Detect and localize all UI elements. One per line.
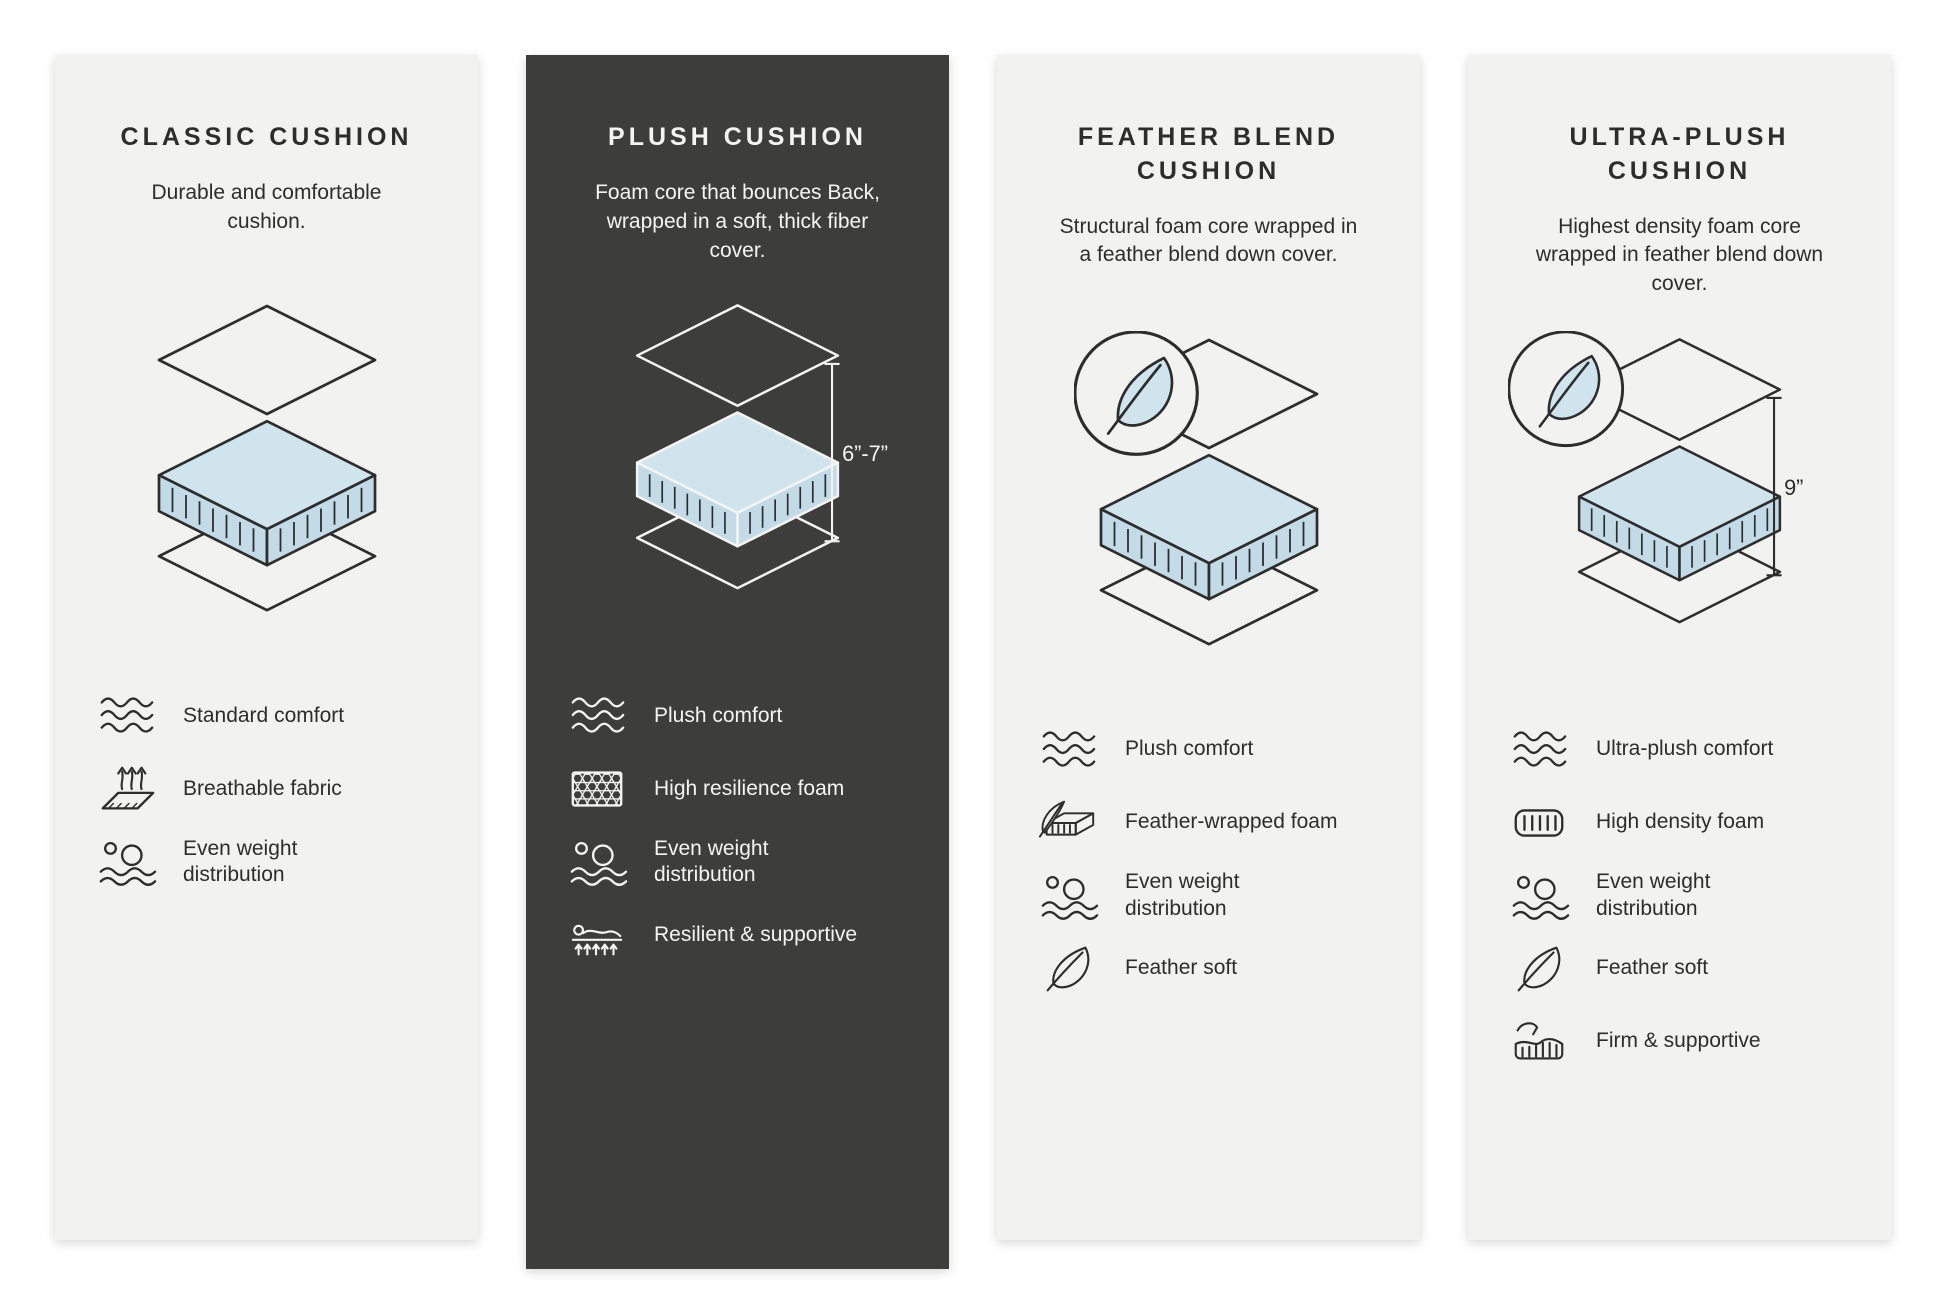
panel-title: PLUSH CUSHION xyxy=(608,123,867,151)
feature-label: Ultra-plush comfort xyxy=(1596,737,1774,761)
feature-label: Plush comfort xyxy=(654,703,783,727)
feature-label: Even weight distribution xyxy=(1125,870,1240,920)
feature-label: Breathable fabric xyxy=(183,776,342,800)
feature-item: Plush comfort xyxy=(566,688,909,744)
panel-feather-blend-cushion: FEATHER BLEND CUSHION Structural foam co… xyxy=(997,55,1420,1240)
feature-label: Even weight distribution xyxy=(1596,870,1711,920)
panel-title: FEATHER BLEND CUSHION xyxy=(1077,123,1340,185)
feature-item: Even weight distribution xyxy=(1037,868,1380,924)
feature-label: High density foam xyxy=(1596,810,1765,834)
feature-item: Even weight distribution xyxy=(95,834,438,890)
foam-icon xyxy=(1508,795,1570,851)
feature-item: Feather-wrapped foam xyxy=(1037,795,1380,851)
resilient-icon xyxy=(566,907,628,963)
wave-icon xyxy=(566,688,628,744)
feature-label: Plush comfort xyxy=(1125,737,1254,761)
panel-description: Durable and comfortable cushion. xyxy=(151,180,382,233)
feature-item: Feather soft xyxy=(1037,941,1380,997)
cushion-comparison: CLASSIC CUSHION Durable and comfortable … xyxy=(55,55,1891,1269)
layered-cushion-illustration: 6”-7” xyxy=(566,297,888,607)
height-label: 6”-7” xyxy=(842,441,888,466)
feature-label: High resilience foam xyxy=(654,776,845,800)
panel-description: Highest density foam core wrapped in fea… xyxy=(1535,214,1824,296)
even-weight-icon xyxy=(1508,868,1570,924)
feature-label: Feather soft xyxy=(1596,956,1709,980)
panel-title: ULTRA-PLUSH CUSHION xyxy=(1569,123,1790,185)
firm-icon xyxy=(1508,1014,1570,1070)
feature-item: Firm & supportive xyxy=(1508,1014,1851,1070)
wave-icon xyxy=(1508,722,1570,778)
feature-label: Resilient & supportive xyxy=(654,922,858,946)
cushion-diagram: 6”-7” xyxy=(566,297,909,642)
feather-badge-icon xyxy=(1508,330,1625,447)
cushion-diagram xyxy=(1037,330,1380,676)
height-measure xyxy=(824,362,840,543)
panel-ultra-plush-cushion: ULTRA-PLUSH CUSHION Highest density foam… xyxy=(1468,55,1891,1240)
feather-foam-icon xyxy=(1037,795,1099,851)
breathable-icon xyxy=(95,761,157,817)
even-weight-icon xyxy=(95,834,157,890)
honeycomb-icon xyxy=(566,761,628,817)
panel-classic-cushion: CLASSIC CUSHION Durable and comfortable … xyxy=(55,55,478,1240)
feature-label: Feather soft xyxy=(1125,956,1238,980)
feature-item: High density foam xyxy=(1508,795,1851,851)
feature-item: Plush comfort xyxy=(1037,722,1380,778)
panel-description: Foam core that bounces Back, wrapped in … xyxy=(595,180,880,262)
feature-item: Breathable fabric xyxy=(95,761,438,817)
panel-plush-cushion: PLUSH CUSHION Foam core that bounces Bac… xyxy=(526,55,949,1269)
layered-cushion-illustration xyxy=(1073,330,1344,664)
feature-list: Plush comfort High resilience foam Even … xyxy=(566,688,909,963)
height-measure xyxy=(1766,396,1782,576)
feature-label: Feather-wrapped foam xyxy=(1125,810,1338,834)
feature-label: Standard comfort xyxy=(183,703,345,727)
feature-label: Firm & supportive xyxy=(1596,1029,1761,1053)
feature-list: Ultra-plush comfort High density foam Ev… xyxy=(1508,722,1851,1070)
cushion-diagram xyxy=(95,297,438,642)
feature-item: Even weight distribution xyxy=(566,834,909,890)
wave-icon xyxy=(95,688,157,744)
cushion-diagram: 9” xyxy=(1508,330,1851,676)
even-weight-icon xyxy=(566,834,628,890)
feature-list: Standard comfort Breathable fabric Even … xyxy=(95,688,438,890)
feature-label: Even weight distribution xyxy=(654,836,769,886)
panel-description: Structural foam core wrapped in a feathe… xyxy=(1059,214,1358,267)
layered-cushion-illustration xyxy=(132,297,402,630)
feature-item: Resilient & supportive xyxy=(566,907,909,963)
feature-item: Even weight distribution xyxy=(1508,868,1851,924)
height-label: 9” xyxy=(1784,474,1803,499)
feature-label: Even weight distribution xyxy=(183,836,298,886)
feature-item: High resilience foam xyxy=(566,761,909,817)
panel-title: CLASSIC CUSHION xyxy=(120,123,413,151)
even-weight-icon xyxy=(1037,868,1099,924)
wave-icon xyxy=(1037,722,1099,778)
feature-item: Ultra-plush comfort xyxy=(1508,722,1851,778)
layered-cushion-illustration: 9” xyxy=(1508,330,1803,641)
feather-icon xyxy=(1508,941,1570,997)
feature-item: Feather soft xyxy=(1508,941,1851,997)
feather-icon xyxy=(1037,941,1099,997)
feather-badge-icon xyxy=(1073,330,1199,456)
feature-list: Plush comfort Feather-wrapped foam Even … xyxy=(1037,722,1380,997)
feature-item: Standard comfort xyxy=(95,688,438,744)
